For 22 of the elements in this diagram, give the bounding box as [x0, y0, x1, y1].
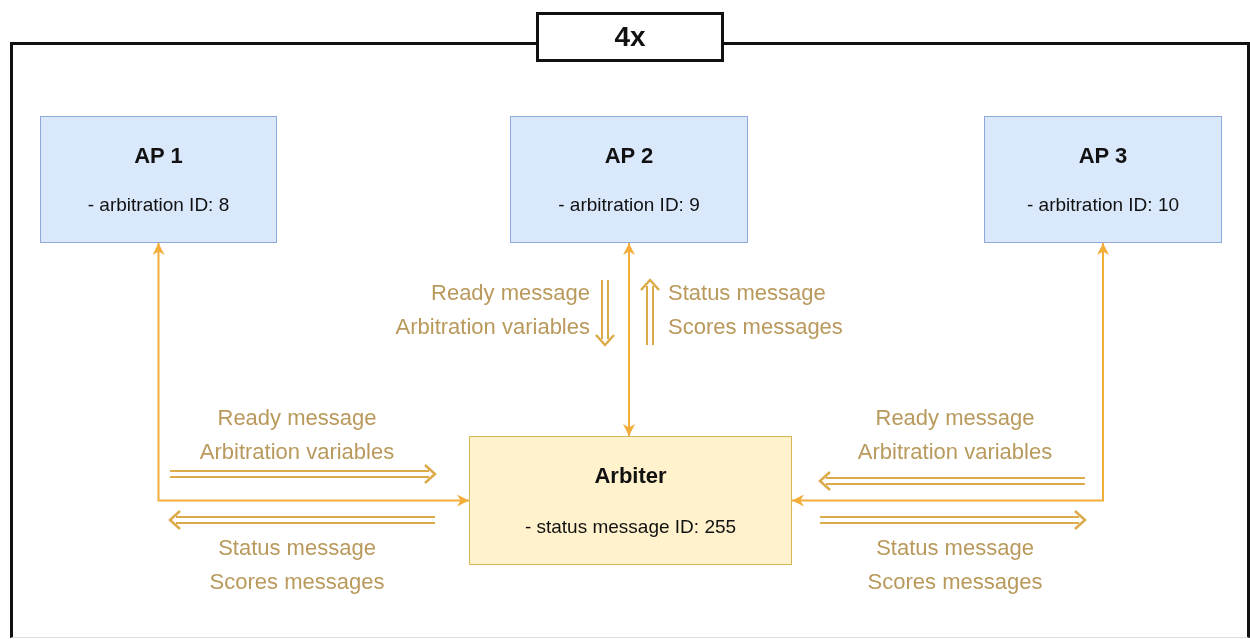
box-text: - status message ID: 255 [524, 515, 737, 538]
box-title: AP 1 [134, 142, 183, 169]
box-title: AP 3 [1078, 142, 1128, 169]
box-text: - arbitration ID: 8 [87, 194, 230, 217]
connector-arrow [623, 242, 635, 437]
connector-arrow [152, 242, 470, 507]
process-box [510, 116, 748, 243]
arbiter-box [469, 436, 792, 565]
message-label: Status message Scores messages [208, 534, 386, 596]
message-label: Status message Scores messages [866, 534, 1044, 596]
box-title: AP 2 [604, 142, 654, 169]
box-title: Arbiter [594, 463, 667, 490]
process-box [984, 116, 1222, 243]
box-text: - arbitration ID: 10 [1026, 194, 1180, 217]
message-label: Ready message Arbitration variables [394, 279, 590, 341]
connector-arrow [791, 242, 1109, 507]
message-label: Ready message Arbitration variables [856, 404, 1054, 466]
message-label: Ready message Arbitration variables [198, 404, 396, 466]
frame-title: 4x [536, 12, 724, 62]
box-text: - arbitration ID: 9 [558, 194, 700, 217]
process-box [40, 116, 277, 243]
message-label: Status message Scores messages [668, 279, 844, 341]
